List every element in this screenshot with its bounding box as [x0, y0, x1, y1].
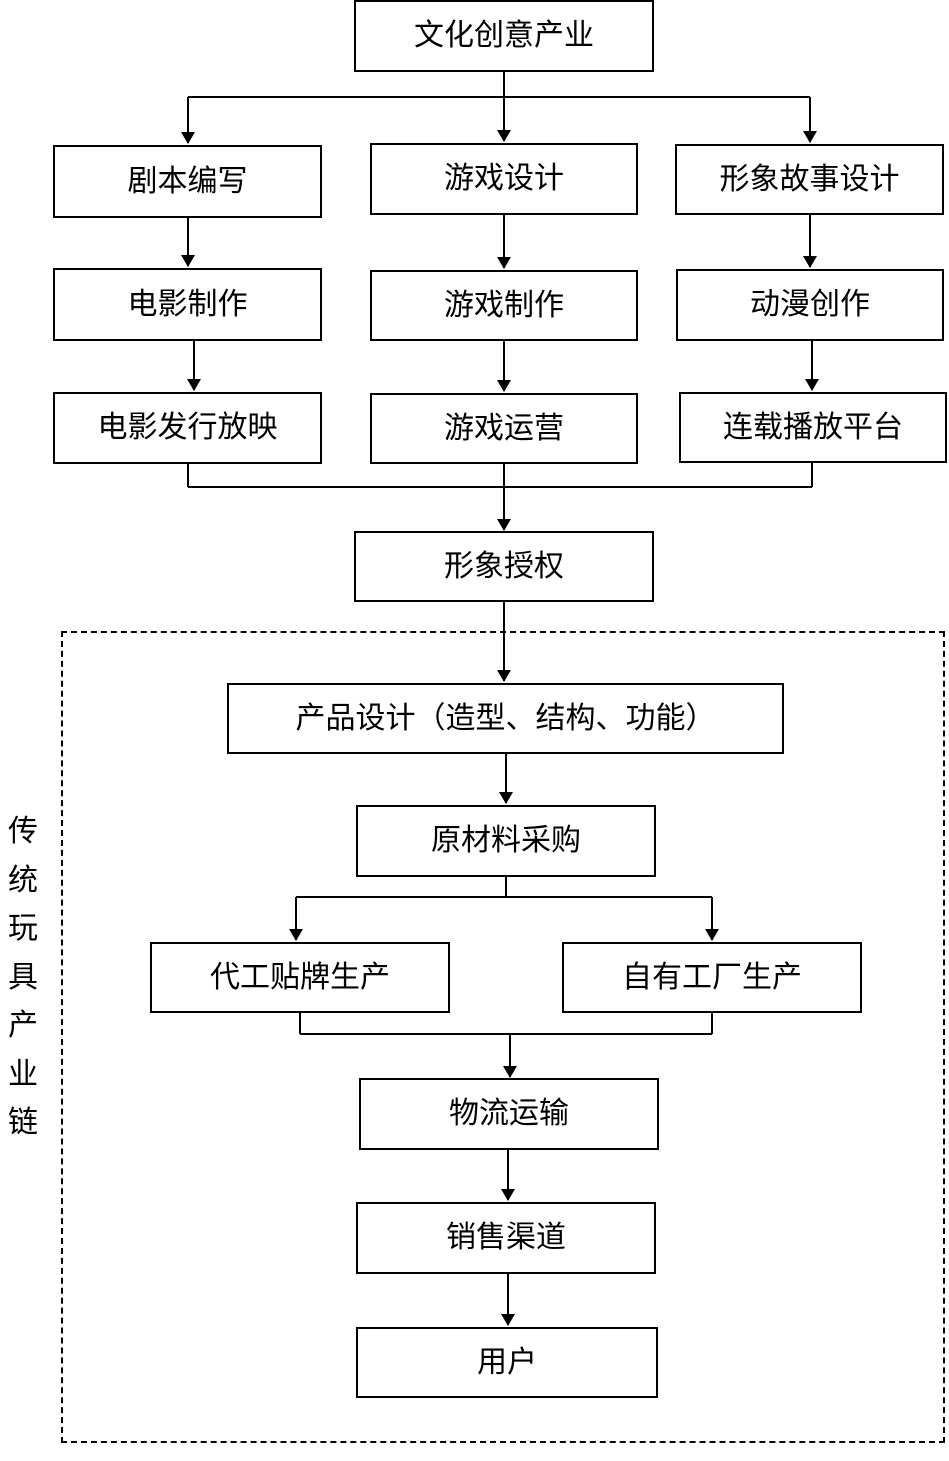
traditional-toy-chain-group — [61, 631, 945, 1443]
node-character-story-design: 形象故事设计 — [675, 144, 944, 215]
node-script-writing: 剧本编写 — [53, 145, 322, 218]
group-label: 传 统 玩 具 产 业 链 — [6, 808, 40, 1148]
group-label-char: 统 — [8, 862, 38, 898]
node-own-factory: 自有工厂生产 — [562, 942, 862, 1013]
node-product-design: 产品设计（造型、结构、功能） — [227, 683, 784, 754]
node-oem-production: 代工贴牌生产 — [150, 942, 450, 1013]
node-serial-platform: 连载播放平台 — [679, 392, 947, 463]
group-label-char: 产 — [8, 1008, 38, 1043]
node-film-production: 电影制作 — [53, 268, 322, 341]
node-game-design: 游戏设计 — [370, 143, 638, 215]
node-logistics: 物流运输 — [359, 1078, 659, 1150]
node-game-production: 游戏制作 — [370, 270, 638, 341]
node-sales-channel: 销售渠道 — [356, 1202, 656, 1274]
node-raw-material: 原材料采购 — [356, 805, 656, 877]
group-label-char: 玩 — [8, 911, 38, 946]
group-label-char: 传 — [8, 814, 38, 849]
node-film-release: 电影发行放映 — [53, 392, 322, 464]
node-root: 文化创意产业 — [354, 0, 654, 72]
group-label-char: 业 — [8, 1056, 38, 1092]
node-animation-creation: 动漫创作 — [676, 269, 944, 341]
group-label-char: 链 — [8, 1105, 38, 1140]
node-user: 用户 — [356, 1327, 658, 1398]
node-image-licensing: 形象授权 — [354, 531, 654, 602]
group-label-char: 具 — [8, 959, 38, 995]
node-game-operation: 游戏运营 — [370, 393, 638, 464]
